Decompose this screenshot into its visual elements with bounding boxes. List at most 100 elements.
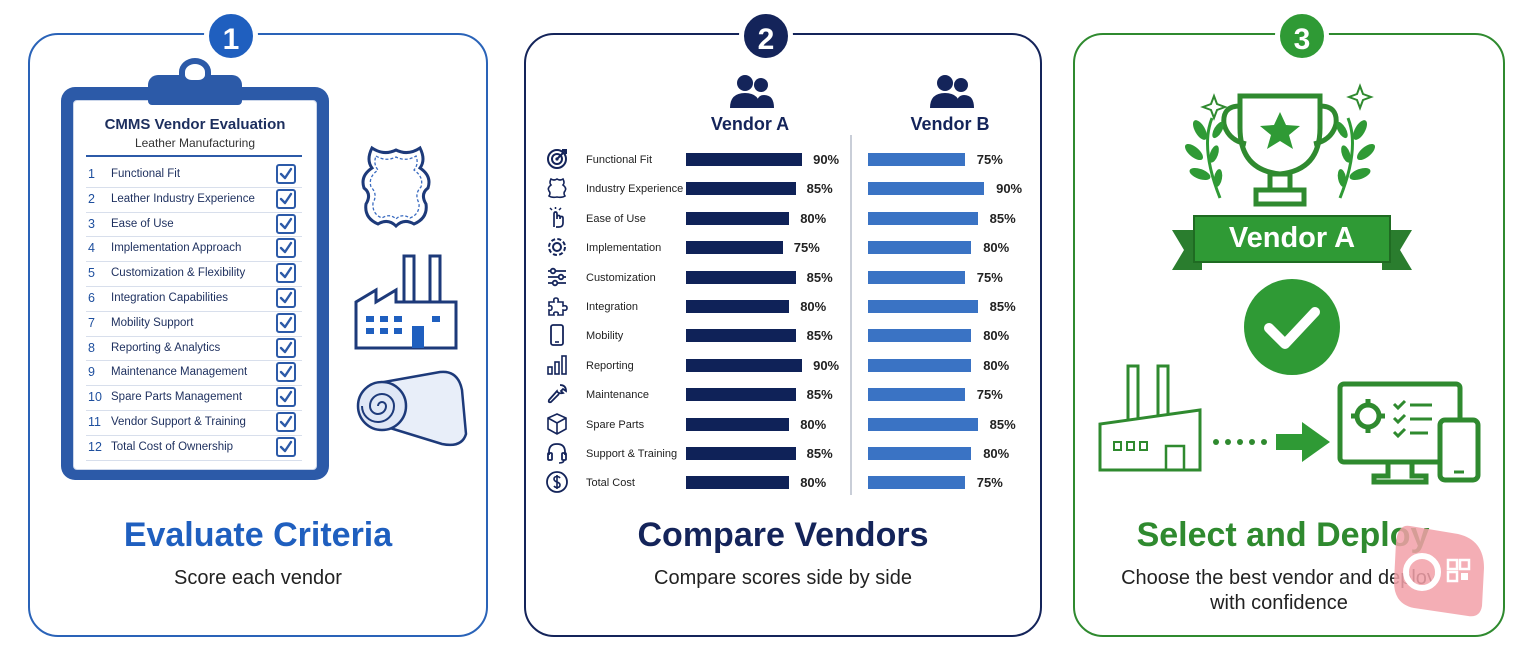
watermark-logo — [1394, 525, 1484, 617]
checkbox-checked-icon — [276, 312, 296, 333]
vendor-a-score: 80% — [800, 210, 827, 226]
checkbox-checked-icon — [276, 387, 296, 408]
step-2-subtitle: Compare scores side by side — [654, 567, 912, 589]
leather-hide-icon — [547, 178, 567, 199]
criterion-label: Industry Experience — [586, 183, 684, 196]
vendor-a-score: 90% — [813, 152, 840, 167]
criterion-label: Total Cost — [586, 477, 635, 490]
factory-deploy-icon — [1098, 364, 1202, 472]
trophy-icon — [1184, 83, 1376, 207]
step-2-badge: 2 — [740, 10, 792, 62]
vendor-b-score: 80% — [983, 357, 1010, 373]
vendor-a-bar — [686, 417, 790, 431]
vendor-b-score: 75% — [976, 475, 1003, 491]
vendor-a-score: 80% — [800, 299, 827, 314]
criteria-number: 6 — [88, 291, 95, 305]
step-2-title: Compare Vendors — [637, 516, 929, 554]
criterion-label: Functional Fit — [586, 154, 653, 166]
checkbox-checked-icon — [276, 213, 296, 234]
vendor-a-score: 85% — [806, 269, 833, 285]
vendor-b-score: 75% — [976, 152, 1003, 167]
checkbox-checked-icon — [276, 238, 296, 259]
criteria-label: Vendor Support & Training — [111, 416, 246, 428]
criteria-number: 10 — [88, 390, 102, 405]
vendor-b-score: 75% — [976, 387, 1003, 403]
vendor-b-bar — [868, 182, 985, 196]
vendor-b-score: 90% — [996, 181, 1023, 197]
vendor-a-score: 90% — [813, 357, 840, 373]
vendor-a-bar — [686, 270, 796, 284]
checkbox-checked-icon — [276, 337, 296, 358]
criteria-number: 8 — [88, 340, 95, 355]
criteria-number: 11 — [88, 415, 101, 429]
vendor-a-users-icon — [730, 75, 774, 108]
criteria-label: Ease of Use — [111, 217, 174, 230]
deploy-arrow — [1213, 422, 1330, 462]
criteria-row: 11 Vendor Support & Training — [86, 411, 302, 436]
vendor-b-bar — [868, 358, 972, 372]
step-1-title: Evaluate Criteria — [123, 516, 393, 554]
vendor-a-bar — [686, 388, 796, 402]
vendor-b-score: 80% — [983, 328, 1010, 344]
box-icon — [547, 412, 567, 435]
criteria-label: Leather Industry Experience — [111, 192, 255, 205]
criteria-number: 1 — [88, 167, 95, 181]
vendor-a-bar — [686, 300, 790, 313]
vendor-b-bar — [868, 476, 965, 490]
step-3-title: Select and Deploy — [1136, 516, 1430, 554]
pointer-hand-icon — [549, 206, 564, 228]
criteria-number: 4 — [88, 241, 95, 256]
criteria-number: 7 — [88, 315, 95, 330]
criteria-number: 12 — [88, 439, 102, 454]
sliders-icon — [548, 267, 566, 286]
vendor-b-score: 85% — [989, 416, 1016, 432]
phone-icon — [550, 324, 564, 347]
vendor-b-score: 80% — [983, 240, 1010, 256]
criterion-label: Maintenance — [586, 389, 649, 402]
clipboard-title: CMMS Vendor Evaluation — [104, 116, 286, 133]
vendor-a-bar — [686, 358, 803, 372]
factory-icon — [354, 254, 458, 350]
criteria-number: 9 — [88, 365, 95, 380]
clipboard-subtitle: Leather Manufacturing — [134, 136, 256, 150]
criteria-label: Total Cost of Ownership — [111, 440, 234, 453]
criteria-number: 2 — [88, 191, 95, 206]
vendor-b-bar — [868, 388, 965, 402]
vendor-a-bar — [686, 182, 796, 196]
vendor-a-score: 85% — [806, 446, 833, 461]
winner-label: Vendor A — [1228, 222, 1356, 254]
step-1-badge: 1 — [205, 10, 257, 62]
criteria-label: Reporting & Analytics — [111, 341, 221, 354]
vendor-a-bar — [686, 447, 796, 460]
vendor-a-bar — [686, 241, 783, 255]
vendor-b-bar — [868, 270, 965, 284]
vendor-a-score: 85% — [806, 387, 833, 403]
monitor-icon — [1337, 381, 1481, 485]
criteria-row: 2 Leather Industry Experience — [86, 188, 302, 213]
bar-chart-icon — [547, 354, 567, 375]
vendor-b-header: Vendor B — [910, 114, 990, 134]
criteria-row: 12 Total Cost of Ownership — [86, 436, 302, 461]
step-3-subtitle-line1: Choose the best vendor and deploy — [1121, 567, 1437, 589]
vendor-a-score: 85% — [806, 328, 833, 344]
checkbox-checked-icon — [276, 436, 296, 457]
criterion-label: Implementation — [586, 242, 662, 255]
target-icon — [547, 149, 567, 169]
check-circle-icon — [1244, 279, 1340, 375]
clipboard-paper — [73, 100, 317, 470]
criterion-label: Mobility — [586, 330, 624, 343]
wrench-icon — [547, 384, 567, 404]
step-1-subtitle: Score each vendor — [174, 567, 342, 589]
vendor-a-bar — [686, 211, 790, 225]
checkbox-checked-icon — [276, 263, 296, 284]
criterion-label: Integration — [586, 301, 638, 313]
vendor-b-bar — [868, 241, 972, 255]
leather-roll-icon — [356, 370, 468, 447]
vendor-b-bar — [868, 417, 978, 431]
vendor-b-bar — [868, 153, 965, 166]
puzzle-icon — [548, 297, 568, 316]
